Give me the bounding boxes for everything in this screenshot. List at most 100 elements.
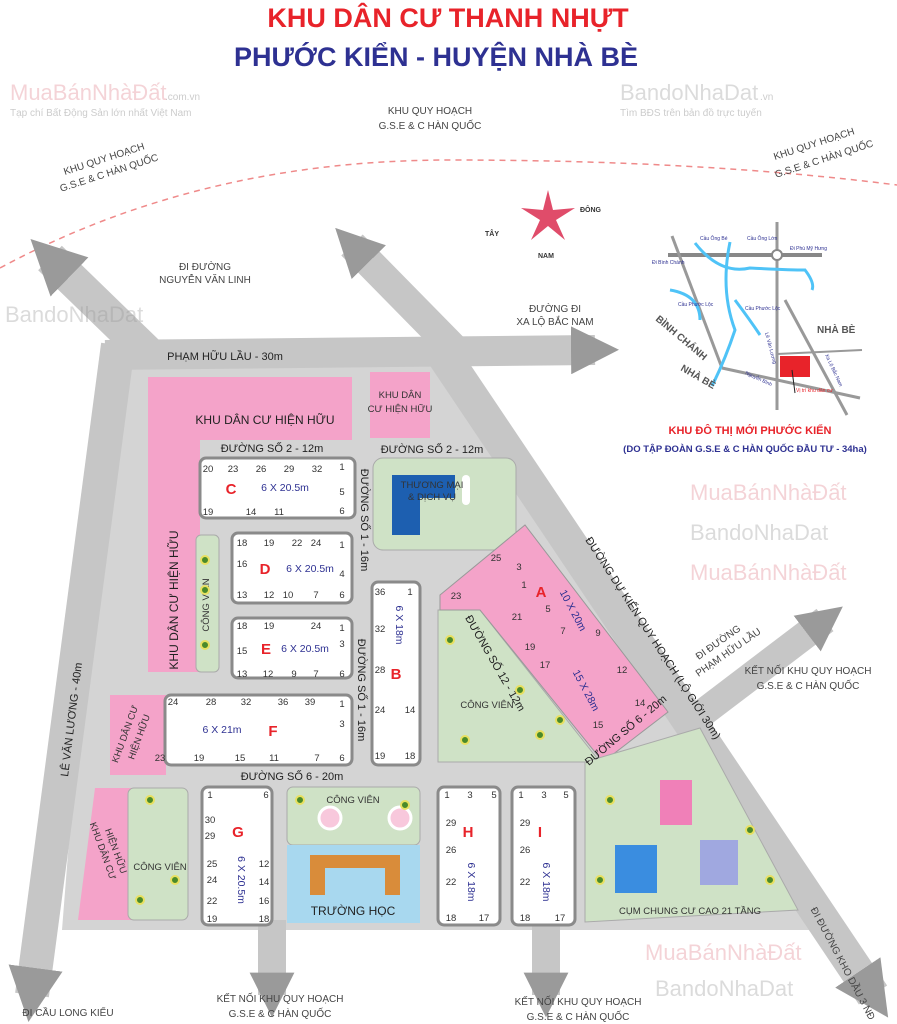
lot-number: 23: [155, 753, 166, 764]
tree-icon: [745, 825, 755, 835]
lot-number: 18: [405, 751, 416, 762]
lot-number: 29: [520, 818, 531, 829]
inset-nha-be-left: NHÀ BÈ: [679, 361, 719, 392]
lot-number: 14: [259, 877, 270, 888]
lot-number: 32: [375, 624, 386, 635]
tree-icon: [445, 635, 455, 645]
lot-number: 30: [205, 815, 216, 826]
tree-icon: [295, 795, 305, 805]
watermark-domain: .com.vn: [165, 92, 200, 103]
road-pham-huu-lau: [104, 326, 619, 375]
zone-label-commerce: & DỊCH VỤ: [408, 492, 456, 503]
lot-number: 6: [339, 590, 344, 601]
location-inset-map: [668, 222, 863, 416]
street-pham-huu-lau: PHẠM HỮU LẦU - 30m: [167, 350, 283, 363]
block-label: H: [463, 824, 474, 841]
lot-number: 1: [339, 623, 344, 634]
connect-bottom-left-label: KẾT NỐI KHU QUY HOẠCH: [217, 991, 344, 1005]
lot-number: 29: [205, 831, 216, 842]
connect-bottom-right-label: G.S.E & C HÀN QUỐC: [527, 1009, 630, 1023]
lot-number: 26: [446, 845, 457, 856]
lot-number: 24: [207, 875, 218, 886]
park-fountain: [387, 805, 413, 831]
tree-icon: [200, 585, 210, 595]
lot-number: 39: [305, 697, 316, 708]
lot-number: 15: [237, 646, 248, 657]
lot-number: 18: [237, 621, 248, 632]
lot-number: 24: [375, 705, 386, 716]
lot-size: 6 X 18m: [465, 862, 477, 901]
lot-number: 12: [263, 669, 274, 680]
lot-number: 26: [256, 464, 267, 475]
lot-size: 6 X 18m: [393, 605, 405, 644]
block-c: [198, 456, 357, 520]
block-label: I: [538, 824, 542, 841]
lot-number: 1: [339, 699, 344, 710]
connect-right-label: KẾT NỐI KHU QUY HOẠCH: [745, 663, 872, 677]
site-location-marker: [780, 356, 810, 377]
block-d: [230, 531, 354, 605]
lot-number: 19: [525, 642, 536, 653]
street-so-6: ĐƯỜNG SỐ 6 - 20m: [241, 769, 344, 783]
street-so-1: ĐƯỜNG SỐ 1 - 16m: [358, 469, 372, 572]
lot-number: 17: [540, 660, 551, 671]
lot-number: 15: [593, 720, 604, 731]
lot-size: 6 X 20.5m: [261, 482, 309, 494]
watermark-logo: MuaBánNhàĐất: [10, 80, 167, 105]
lot-number: 6: [339, 669, 344, 680]
zone-label-kdc: KHU DÂN CƯ HIỆN HỮU: [195, 412, 334, 427]
lot-number: 7: [313, 590, 318, 601]
school-building: [310, 855, 400, 895]
lot-number: 12: [617, 665, 628, 676]
lot-number: 9: [595, 628, 600, 639]
lot-size: 6 X 20.5m: [235, 856, 247, 904]
inset-cau-ong-lon: Cầu Ông Lớn: [747, 235, 777, 242]
nguyen-van-linh-label: ĐI ĐƯỜNG: [179, 260, 231, 273]
block-b: [370, 580, 422, 767]
tree-icon: [145, 795, 155, 805]
watermark-logo: MuaBánNhàĐất: [690, 560, 847, 585]
lot-number: 18: [446, 913, 457, 924]
zone-label-commerce: THƯƠNG MẠI: [401, 480, 464, 491]
lot-number: 23: [228, 464, 239, 475]
compass-south: NAM: [538, 253, 554, 260]
lot-number: 22: [520, 877, 531, 888]
road-top-diagonal: [335, 227, 476, 371]
block-f: [163, 693, 354, 767]
block-e: [230, 616, 354, 680]
zone-kdc-f: [110, 695, 166, 775]
inset-vi-tri: Vị trí khu dân cư: [796, 388, 833, 394]
inset-cau-phuoc-2: Cầu Phước Lộc: [745, 306, 781, 312]
lot-number: 19: [194, 753, 205, 764]
zone-park-strip: [195, 534, 220, 673]
compass-west: TÂY: [485, 229, 499, 238]
tree-icon: [605, 795, 615, 805]
lot-number: 16: [259, 896, 270, 907]
tree-icon: [765, 875, 775, 885]
zone-park-bottom: [127, 787, 189, 921]
lot-number: 7: [560, 626, 565, 637]
tree-icon: [535, 730, 545, 740]
lot-number: 23: [451, 591, 462, 602]
lot-number: 19: [264, 538, 275, 549]
lot-number: 6: [339, 753, 344, 764]
inset-di-binh-chanh: Đi Bình Chánh: [652, 260, 685, 266]
road-pham-huu-lau-exit: [691, 606, 843, 727]
tree-icon: [400, 800, 410, 810]
lot-size: 6 X 20.5m: [281, 643, 329, 655]
block-h: [436, 785, 502, 927]
watermarks: MuaBánNhàĐất .com.vn Tạp chí Bất Động Sả…: [5, 80, 847, 1001]
nguyen-van-linh-label: NGUYỄN VĂN LINH: [159, 273, 251, 286]
tree-icon: [555, 715, 565, 725]
block-label: A: [536, 584, 547, 601]
title-line-1: KHU DÂN CƯ THANH NHỰT: [267, 2, 629, 33]
lot-number: 28: [375, 665, 386, 676]
lot-number: 32: [312, 464, 323, 475]
lot-number: 17: [555, 913, 566, 924]
lot-number: 1: [518, 790, 523, 801]
lot-number: 11: [274, 507, 284, 518]
planning-boundary-line: [0, 159, 897, 269]
lot-number: 29: [446, 818, 457, 829]
lot-number: 25: [207, 859, 218, 870]
lot-number: 14: [405, 705, 416, 716]
